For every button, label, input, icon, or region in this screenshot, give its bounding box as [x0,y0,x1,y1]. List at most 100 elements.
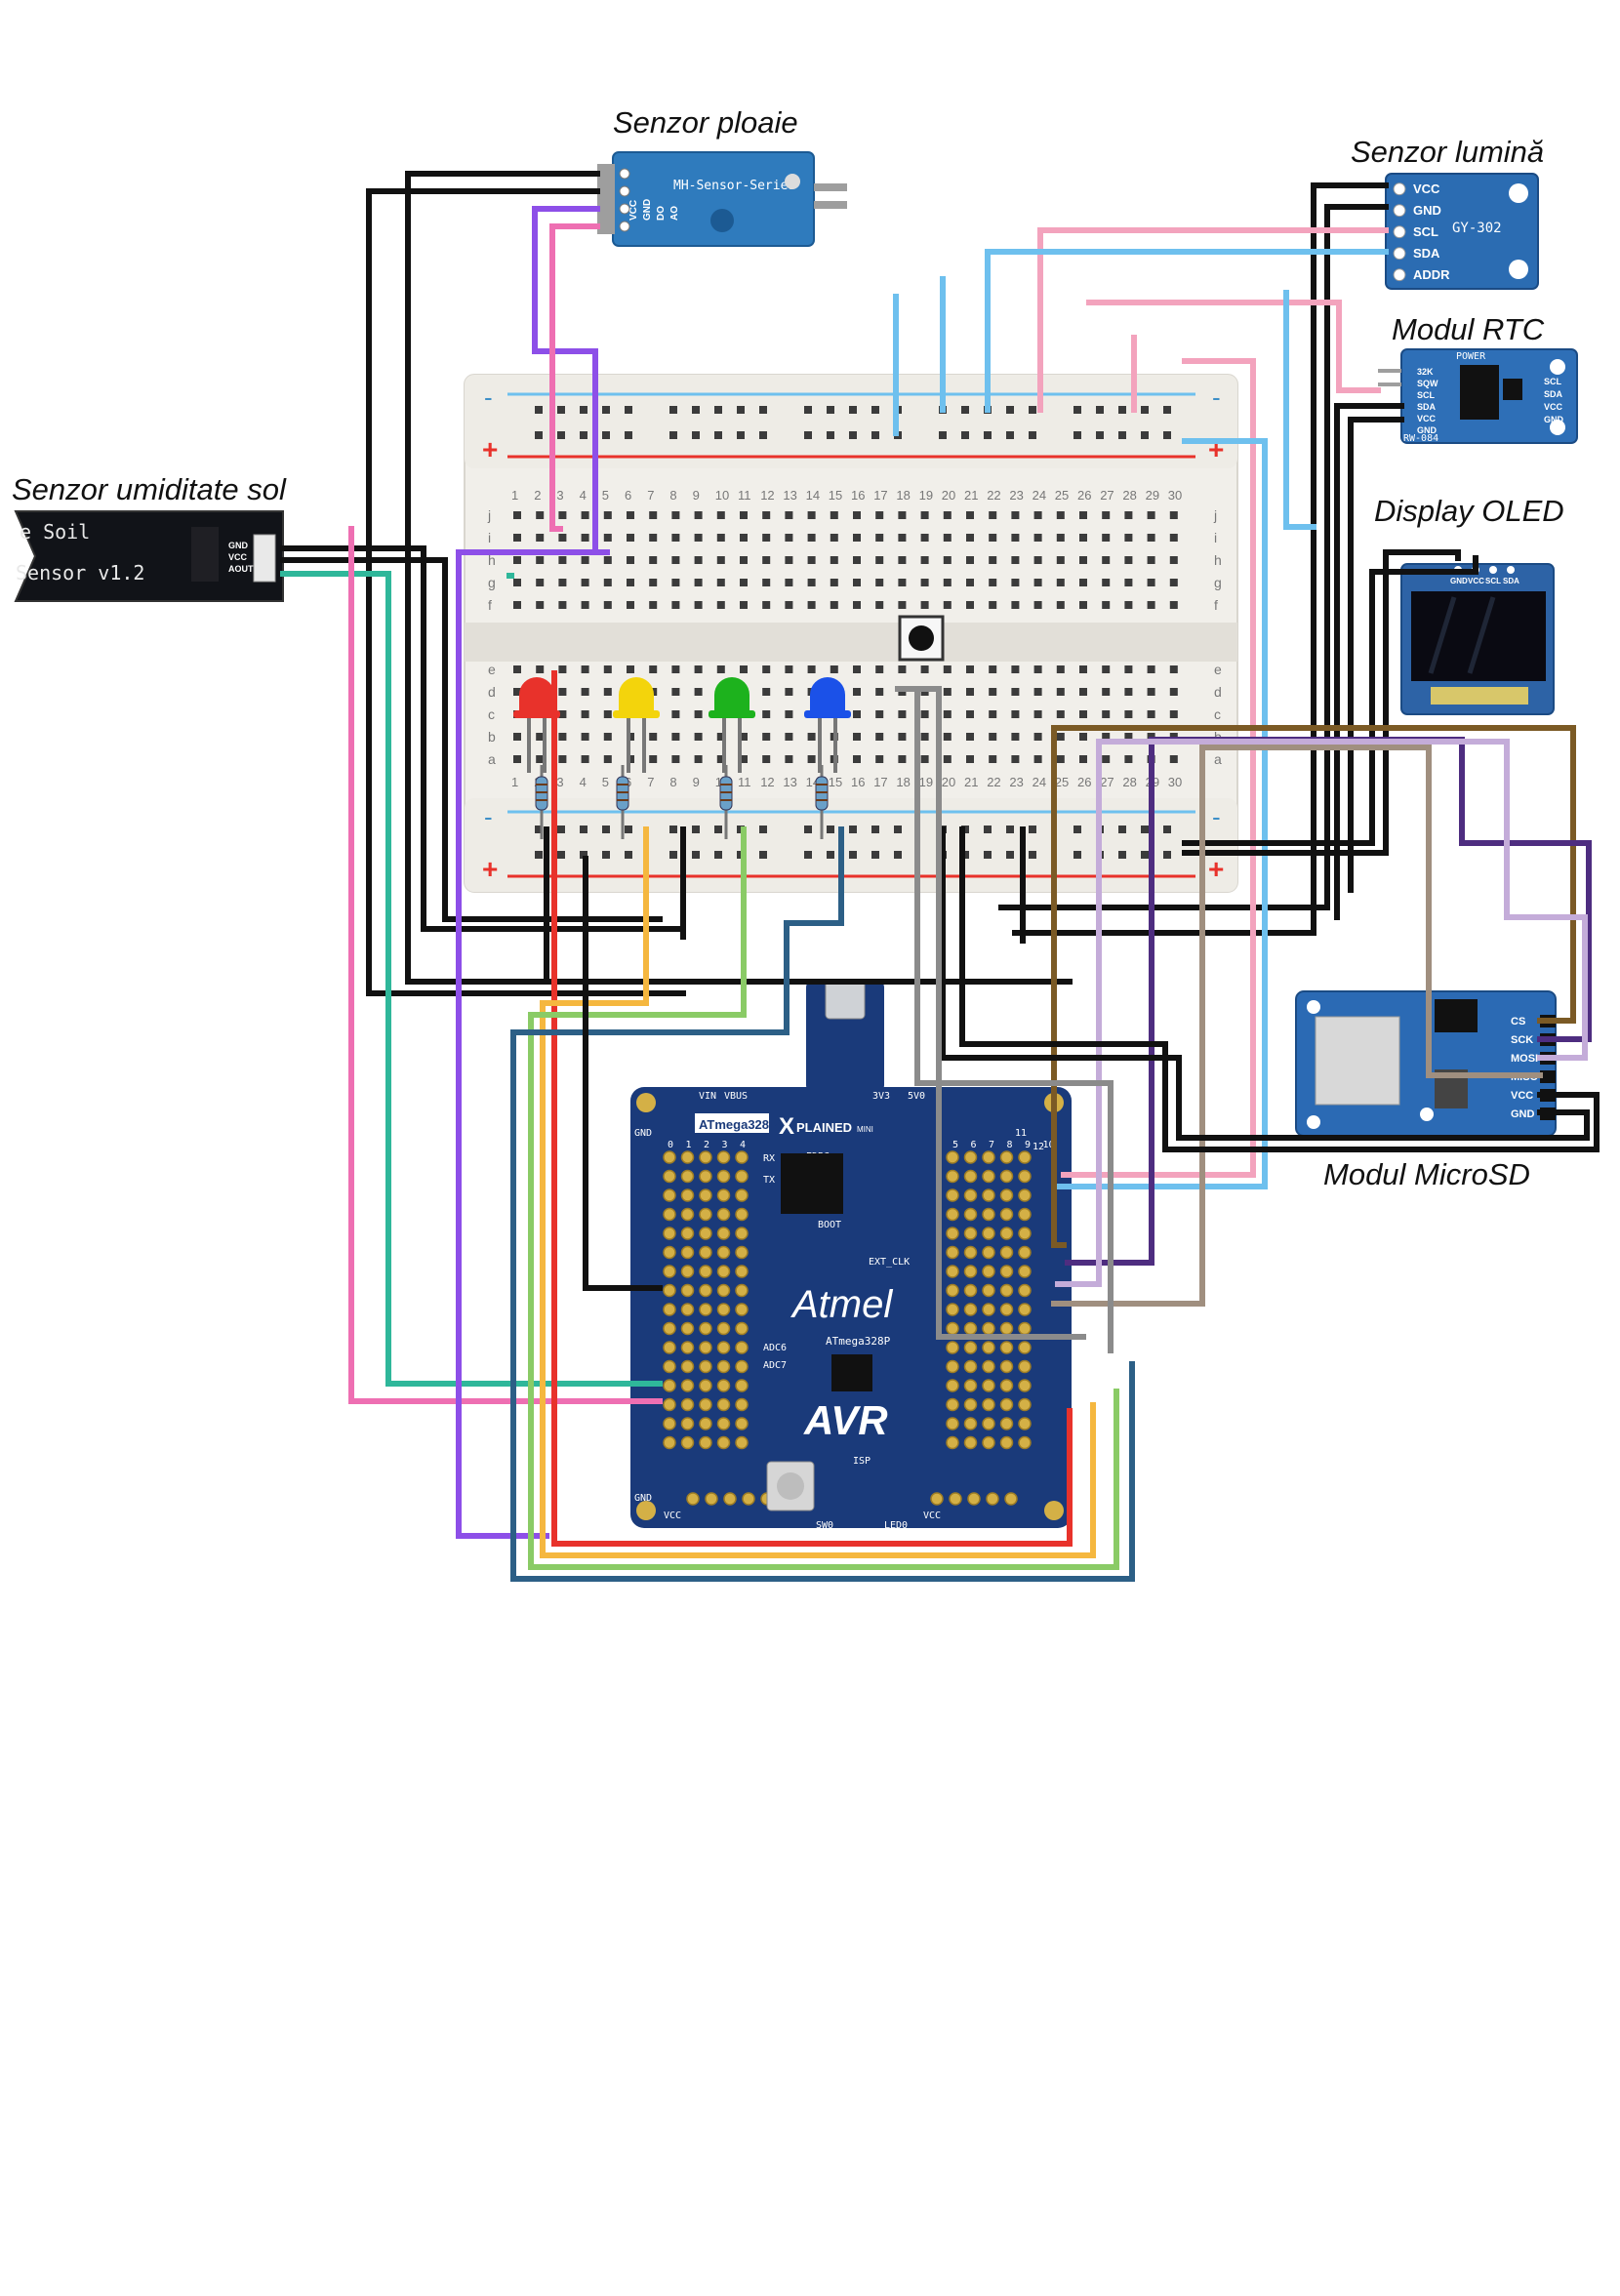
rain-sensor-pin-dot[interactable] [619,185,630,197]
breadboard-hole[interactable] [1124,688,1133,696]
breadboard-hole[interactable] [875,556,884,564]
mcu-header-hole[interactable] [946,1341,959,1354]
breadboard-hole[interactable] [649,665,658,673]
breadboard-hole[interactable] [1102,601,1111,609]
breadboard-rail-hole[interactable] [1006,406,1014,414]
breadboard-hole[interactable] [989,601,997,609]
mcu-header-hole[interactable] [999,1341,1014,1354]
breadboard-rail-hole[interactable] [759,851,767,859]
breadboard-rail-hole[interactable] [557,431,565,439]
mcu-header-hole[interactable] [663,1321,676,1336]
breadboard-hole[interactable] [943,579,952,586]
breadboard-hole[interactable] [830,556,838,564]
breadboard-hole[interactable] [966,665,974,673]
breadboard-hole[interactable] [671,688,680,696]
mcu-header-hole[interactable] [663,1359,676,1374]
breadboard-hole[interactable] [581,733,589,741]
mcu-header-hole[interactable] [680,1379,695,1392]
breadboard-hole[interactable] [898,601,907,609]
breadboard-hole[interactable] [1011,534,1020,542]
breadboard-hole[interactable] [1033,710,1042,718]
breadboard-hole[interactable] [581,710,589,718]
breadboard-hole[interactable] [558,688,567,696]
breadboard-hole[interactable] [1124,755,1133,763]
breadboard-hole[interactable] [762,511,771,519]
breadboard-hole[interactable] [649,534,658,542]
breadboard-rail-hole[interactable] [759,826,767,833]
breadboard-hole[interactable] [694,733,703,741]
breadboard-hole[interactable] [989,579,997,586]
mcu-header-hole[interactable] [735,1417,749,1430]
breadboard-hole[interactable] [1011,601,1020,609]
breadboard-hole[interactable] [536,579,545,586]
breadboard-hole[interactable] [875,733,884,741]
mcu-header-hole[interactable] [716,1265,731,1278]
mcu-header-hole[interactable] [699,1435,712,1450]
mcu-header-hole[interactable] [735,1188,749,1202]
breadboard-hole[interactable] [716,665,725,673]
breadboard-hole[interactable] [603,534,612,542]
breadboard-rail-hole[interactable] [1006,431,1014,439]
mcu-header-hole[interactable] [716,1303,731,1316]
breadboard-rail-hole[interactable] [625,826,632,833]
breadboard-hole[interactable] [785,755,793,763]
breadboard-rail-hole[interactable] [737,406,745,414]
mcu-header-hole[interactable] [1018,1341,1032,1354]
breadboard-hole[interactable] [966,579,974,586]
mcu-header-hole[interactable] [982,1169,995,1184]
breadboard-rail-hole[interactable] [984,826,992,833]
breadboard-hole[interactable] [603,579,612,586]
mcu-header-hole[interactable] [663,1417,676,1430]
mcu-header-hole[interactable] [982,1207,995,1222]
breadboard-hole[interactable] [1011,710,1020,718]
mcu-header-hole[interactable] [963,1379,978,1392]
breadboard-hole[interactable] [1033,579,1042,586]
breadboard-rail-hole[interactable] [580,826,587,833]
breadboard-rail-hole[interactable] [1141,851,1149,859]
breadboard-hole[interactable] [536,534,545,542]
mcu-header-hole[interactable] [1018,1265,1032,1278]
breadboard-hole[interactable] [762,710,771,718]
breadboard-hole[interactable] [1011,556,1020,564]
breadboard-hole[interactable] [513,556,521,564]
breadboard-hole[interactable] [513,733,521,741]
mcu-header-hole[interactable] [680,1321,695,1336]
breadboard-hole[interactable] [716,534,725,542]
breadboard-hole[interactable] [1169,665,1178,673]
breadboard-hole[interactable] [1056,733,1065,741]
breadboard-hole[interactable] [1079,534,1087,542]
mcu-header-hole[interactable] [735,1207,749,1222]
mcu-header-hole[interactable] [999,1188,1014,1202]
breadboard-hole[interactable] [875,710,884,718]
mcu-header-hole[interactable] [663,1303,676,1316]
breadboard-rail-hole[interactable] [849,851,857,859]
breadboard-hole[interactable] [762,556,771,564]
breadboard-hole[interactable] [1056,755,1065,763]
breadboard-hole[interactable] [1124,579,1133,586]
breadboard-rail-hole[interactable] [714,431,722,439]
breadboard-hole[interactable] [1033,511,1042,519]
breadboard-hole[interactable] [581,665,589,673]
mcu-header-hole[interactable] [946,1435,959,1450]
breadboard-hole[interactable] [603,511,612,519]
breadboard-hole[interactable] [943,755,952,763]
breadboard-hole[interactable] [853,688,861,696]
mcu-header-hole[interactable] [1004,1492,1018,1506]
mcu-header-hole[interactable] [735,1245,749,1260]
breadboard-hole[interactable] [785,511,793,519]
breadboard-rail-hole[interactable] [961,406,969,414]
breadboard-hole[interactable] [785,665,793,673]
breadboard-hole[interactable] [1079,688,1087,696]
breadboard-rail-hole[interactable] [1073,431,1081,439]
breadboard-hole[interactable] [1124,601,1133,609]
breadboard-rail-hole[interactable] [849,431,857,439]
breadboard-hole[interactable] [1124,534,1133,542]
mcu-header-hole[interactable] [1018,1417,1032,1430]
breadboard-hole[interactable] [853,601,861,609]
breadboard-rail-hole[interactable] [1118,431,1126,439]
breadboard-rail-hole[interactable] [1118,851,1126,859]
breadboard-rail-hole[interactable] [1029,431,1036,439]
mcu-header-hole[interactable] [735,1359,749,1374]
mcu-header-hole[interactable] [999,1397,1014,1412]
mcu-header-hole[interactable] [946,1379,959,1392]
